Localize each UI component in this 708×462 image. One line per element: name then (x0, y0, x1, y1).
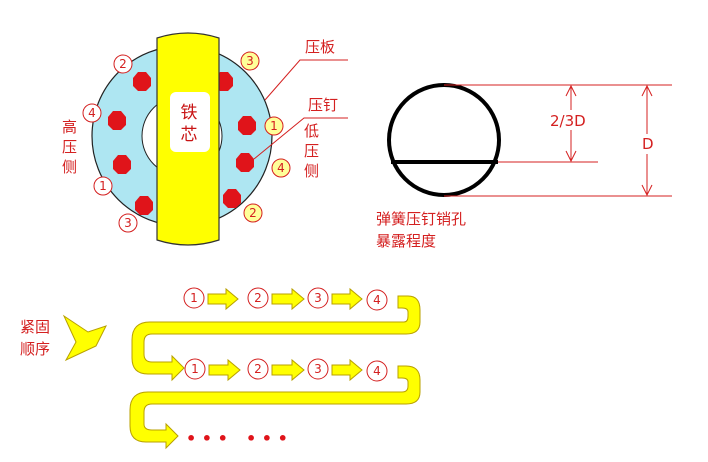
two-thirds-arrow-down (565, 150, 577, 163)
high-side-label-1: 高 (62, 118, 77, 136)
ring-number-2-bottom: 2 (243, 203, 263, 223)
ring-number-4-left: 4 (82, 103, 102, 123)
low-side-label-1: 低 (304, 122, 319, 140)
tightening-order-diagram: 紧固 顺序 1 2 3 4 (20, 287, 421, 450)
row2-step-4: 4 (366, 360, 388, 382)
ring-number-4-right: 4 (271, 158, 291, 178)
svg-text:2: 2 (254, 362, 262, 376)
row1-step-2: 2 (247, 287, 269, 309)
plate-leader-line (264, 59, 348, 101)
svg-text:3: 3 (314, 291, 322, 305)
row1-arrow-2 (271, 287, 305, 311)
two-thirds-label-bg (550, 110, 598, 130)
pressure-pin-label: 压钉 (308, 96, 338, 114)
row2-arrow-3 (331, 358, 363, 382)
hole-caption-line-1: 弹簧压钉销孔 (376, 210, 466, 228)
pin-hole (108, 111, 126, 130)
row2-step-1: 1 (184, 358, 206, 380)
row2-step-3: 3 (307, 358, 329, 380)
pin-hole-circle (387, 83, 501, 197)
pressure-plate-label: 压板 (305, 38, 335, 56)
row1-step-3: 3 (307, 287, 329, 309)
continuation-dots-1: • • • (186, 429, 228, 448)
svg-text:1: 1 (270, 119, 278, 133)
two-thirds-arrow-up (565, 84, 577, 97)
core-label-2: 芯 (181, 125, 198, 145)
ring-number-1-left: 1 (93, 176, 113, 196)
d-arrow-down (641, 184, 653, 197)
svg-text:1: 1 (191, 362, 199, 376)
svg-text:3: 3 (246, 54, 254, 68)
row2-step-2: 2 (247, 358, 269, 380)
d-arrow-up (641, 84, 653, 97)
svg-text:2: 2 (249, 206, 257, 220)
pressure-pins (108, 72, 256, 215)
row1-arrow-3 (331, 287, 363, 311)
ring-number-2-top: 2 (113, 54, 133, 74)
row1-step-4: 4 (366, 289, 388, 311)
row2-arrow-2 (271, 358, 305, 382)
ring-number-3-bottom: 3 (118, 213, 138, 233)
hole-caption-line-2: 暴露程度 (376, 232, 436, 250)
snake-path-lower (129, 365, 421, 450)
core-label-box (170, 92, 210, 152)
svg-text:4: 4 (373, 364, 381, 378)
low-side-label-2: 压 (304, 142, 319, 160)
two-thirds-d-label: 2/3D (550, 112, 586, 130)
row1-arrow-1 (207, 287, 239, 311)
order-title-line-1: 紧固 (20, 318, 50, 336)
clamping-ring-diagram: 铁 芯 2 3 4 1 1 4 3 (62, 32, 348, 246)
low-side-label-3: 侧 (304, 162, 319, 180)
pin-leader-line (253, 117, 348, 160)
pin-hole-exposure-diagram: 2/3D D 弹簧压钉销孔 暴露程度 (376, 83, 672, 250)
svg-text:1: 1 (190, 291, 198, 305)
svg-text:2: 2 (254, 291, 262, 305)
svg-text:4: 4 (88, 106, 96, 120)
pin-hole (236, 153, 254, 172)
snake-path-upper (131, 295, 421, 382)
core-label-1: 铁 (181, 103, 198, 123)
order-pointer-arrow (62, 314, 107, 362)
svg-text:3: 3 (314, 362, 322, 376)
svg-text:4: 4 (277, 161, 285, 175)
high-side-label-3: 侧 (62, 158, 77, 176)
high-side-label-2: 压 (62, 138, 77, 156)
d-label: D (642, 135, 654, 153)
pin-hole (133, 72, 151, 91)
sequence-row-2: 1 2 3 4 (184, 358, 388, 382)
order-title-line-2: 顺序 (20, 340, 50, 358)
pin-hole (223, 189, 241, 208)
svg-text:4: 4 (373, 293, 381, 307)
pin-hole (113, 155, 131, 174)
sequence-row-1: 1 2 3 4 (183, 287, 388, 311)
svg-text:2: 2 (119, 57, 127, 71)
svg-text:1: 1 (99, 179, 107, 193)
row1-step-1: 1 (183, 287, 205, 309)
pin-hole (238, 116, 256, 135)
svg-text:3: 3 (124, 216, 132, 230)
ring-number-1-right: 1 (264, 116, 284, 136)
row2-arrow-1 (208, 358, 241, 382)
d-label-bg (639, 134, 657, 154)
continuation-dots-2: • • • (246, 429, 288, 448)
pin-hole (135, 196, 153, 215)
ring-number-3-top: 3 (240, 51, 260, 71)
